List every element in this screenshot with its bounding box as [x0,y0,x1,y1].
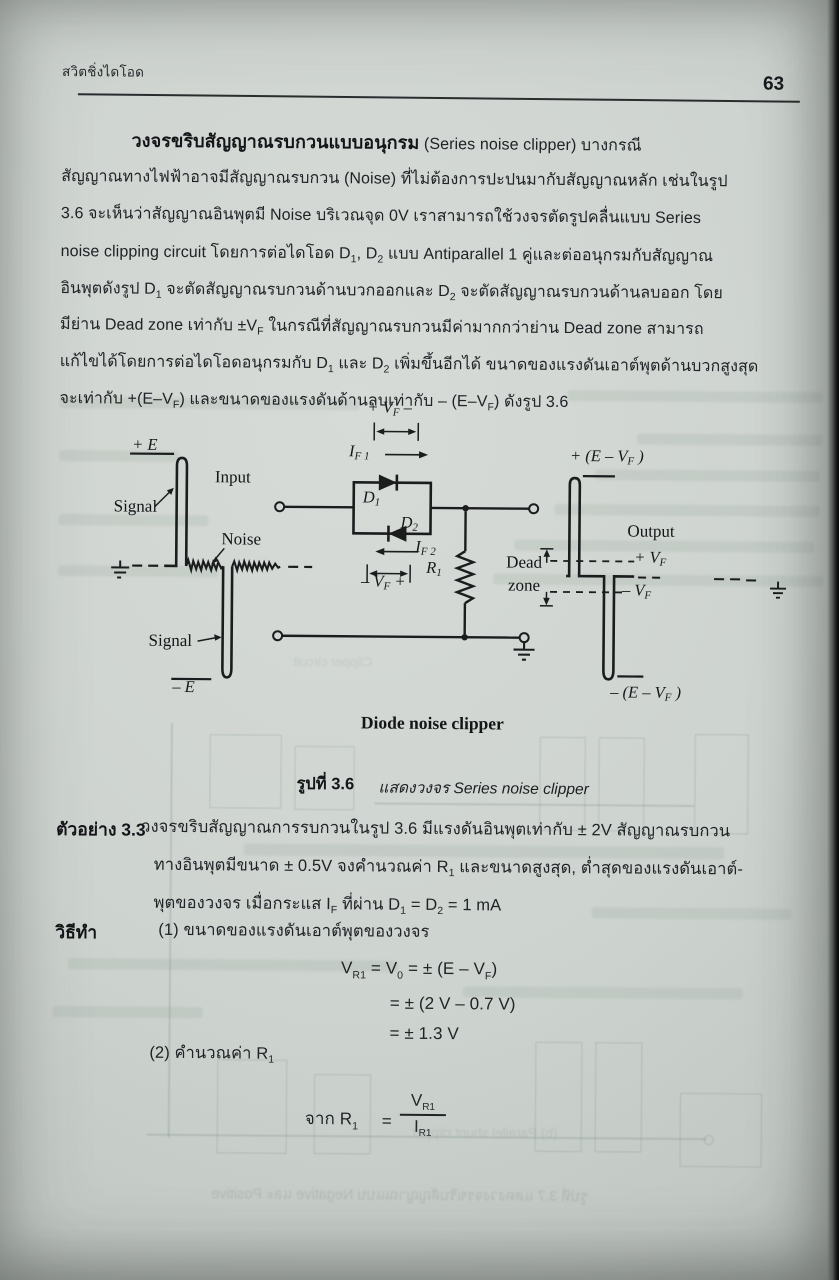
output-terminal-lower [518,632,530,644]
measure-ticks [373,422,420,441]
bleed-through-box [216,1059,288,1154]
input-positive-spike [164,456,189,568]
output-terminal [528,503,540,515]
plus-e-label: + E [132,434,158,454]
figure-caption-text: แสดงวงจร Series noise clipper [378,779,589,799]
equation-line: = ± (2 V – 0.7 V) [389,993,516,1014]
diode-d1-icon [378,474,397,491]
signal-arrow [154,490,172,508]
paragraph-line: มีย่าน Dead zone เท่ากับ ±VF ในกรณีที่สั… [60,316,704,339]
minus-e-vf-label: – (E – VF ) [610,682,682,704]
d2-label: D2 [400,512,418,534]
wire [284,505,354,509]
paragraph-line: สัญญาณทางไฟฟ้าอาจมีสัญญาณรบกวน (Noise) ท… [61,168,728,191]
equation-line: = ± 1.3 V [389,1023,459,1044]
signal-label: Signal [148,630,193,651]
example-line: พุตของวงจร เมื่อกระแส IF ที่ผ่าน D1 = D2… [153,893,502,918]
plus-vf-dashed-line [550,559,635,563]
plus-vf-label: + VF [634,547,667,569]
equals-sign: = [381,1111,392,1131]
output-ground-icon [770,581,787,599]
diode-noise-clipper-label: Diode noise clipper [360,712,504,734]
minus-e-label: – E [172,676,195,697]
d1-label: D1 [362,487,381,509]
diode-d2-icon [388,525,407,542]
from-label: จาก R1 [304,1108,359,1133]
header-rule [77,93,800,103]
circuit-diagram [111,422,787,681]
r1-label: R1 [426,557,442,580]
example-line: ทางอินพุตมีขนาด ± 0.5V จงคำนวณค่า R1 และ… [153,855,744,880]
solution-step: (2) คำนวณค่า R1 [149,1043,275,1066]
output-dashes [638,576,757,582]
noise-label: Noise [221,529,262,549]
paragraph-line: 3.6 จะเห็นว่าสัญญาณอินพุตมี Noise บริเวณ… [60,205,702,228]
resistor-r1-icon [453,550,477,605]
if2-label: IF 2 [415,536,436,558]
bleed-through-caption: รูปที่ 3.7 แสดงวงจรขริบสัญญาณแบบ Negativ… [211,1186,589,1206]
paragraph-line: อินพุตดังรูป D1 จะตัดสัญญาณรบกวนด้านบวกอ… [60,280,723,304]
noise-squiggle [231,557,281,575]
figure-caption-number: รูปที่ 3.6 [296,774,355,794]
circuit-ground-icon [513,642,535,661]
wire [430,506,529,510]
signal-label: Signal [113,496,158,516]
output-label: Output [627,521,675,541]
dead-zone-label: zone [507,575,541,595]
fraction-denominator: IR1 [413,1117,432,1140]
if1-label: IF 1 [349,441,370,463]
vf-top-label: + VF – [367,397,412,419]
signal-arrow [197,637,216,642]
output-waveform [566,476,635,681]
fraction-bar [399,1113,446,1117]
vf-bottom-label: – VF + [361,571,406,593]
bleed-through-box [594,1042,643,1153]
minus-vf-label: – VF [621,580,652,602]
fraction-numerator: VR1 [410,1090,436,1113]
bleed-through-terminal [703,1135,714,1146]
page-number: 63 [762,73,785,95]
measure-ticks [366,564,411,583]
dead-zone-label: Dead [506,552,543,572]
paragraph-line: noise clipping circuit โดยการต่อไดโอด D1… [60,243,714,266]
wire [282,634,520,639]
paragraph-line: วงจรขริบสัญญาณรบกวนแบบอนุกรม (Series noi… [131,130,642,155]
input-label: Input [214,467,251,487]
plus-e-vf-label: + (E – VF ) [569,446,644,468]
fraction: VR1 IR1 [399,1090,446,1140]
bleed-through-box [679,1092,763,1168]
noise-squiggle [185,556,224,575]
book-edge-shadow [827,0,839,1280]
bleed-through-line [374,802,695,808]
input-negative-spike [221,566,234,679]
input-terminal [274,501,286,513]
paragraph-line: แก้ไขได้โดยการต่อไดโอดอนุกรมกับ D1 และ D… [59,353,759,376]
example-line: วงจรขริบสัญญาณการรบกวนในรูป 3.6 มีแรงดัน… [141,817,731,841]
solution-label: วิธีทำ [55,921,98,943]
input-ground-icon [111,560,130,579]
bleed-through [591,907,792,920]
input-terminal-lower [272,630,284,642]
equation-line: VR1 = V0 = ± (E – VF) [340,958,498,983]
example-label: ตัวอย่าง 3.3 [56,818,146,840]
bleed-through [52,1005,203,1019]
running-header: สวิตชิ่งไดโอด [62,64,145,80]
junction-dot [462,504,469,512]
solution-step: (1) ขนาดของแรงดันเอาต์พุตของวงจร [158,920,430,941]
